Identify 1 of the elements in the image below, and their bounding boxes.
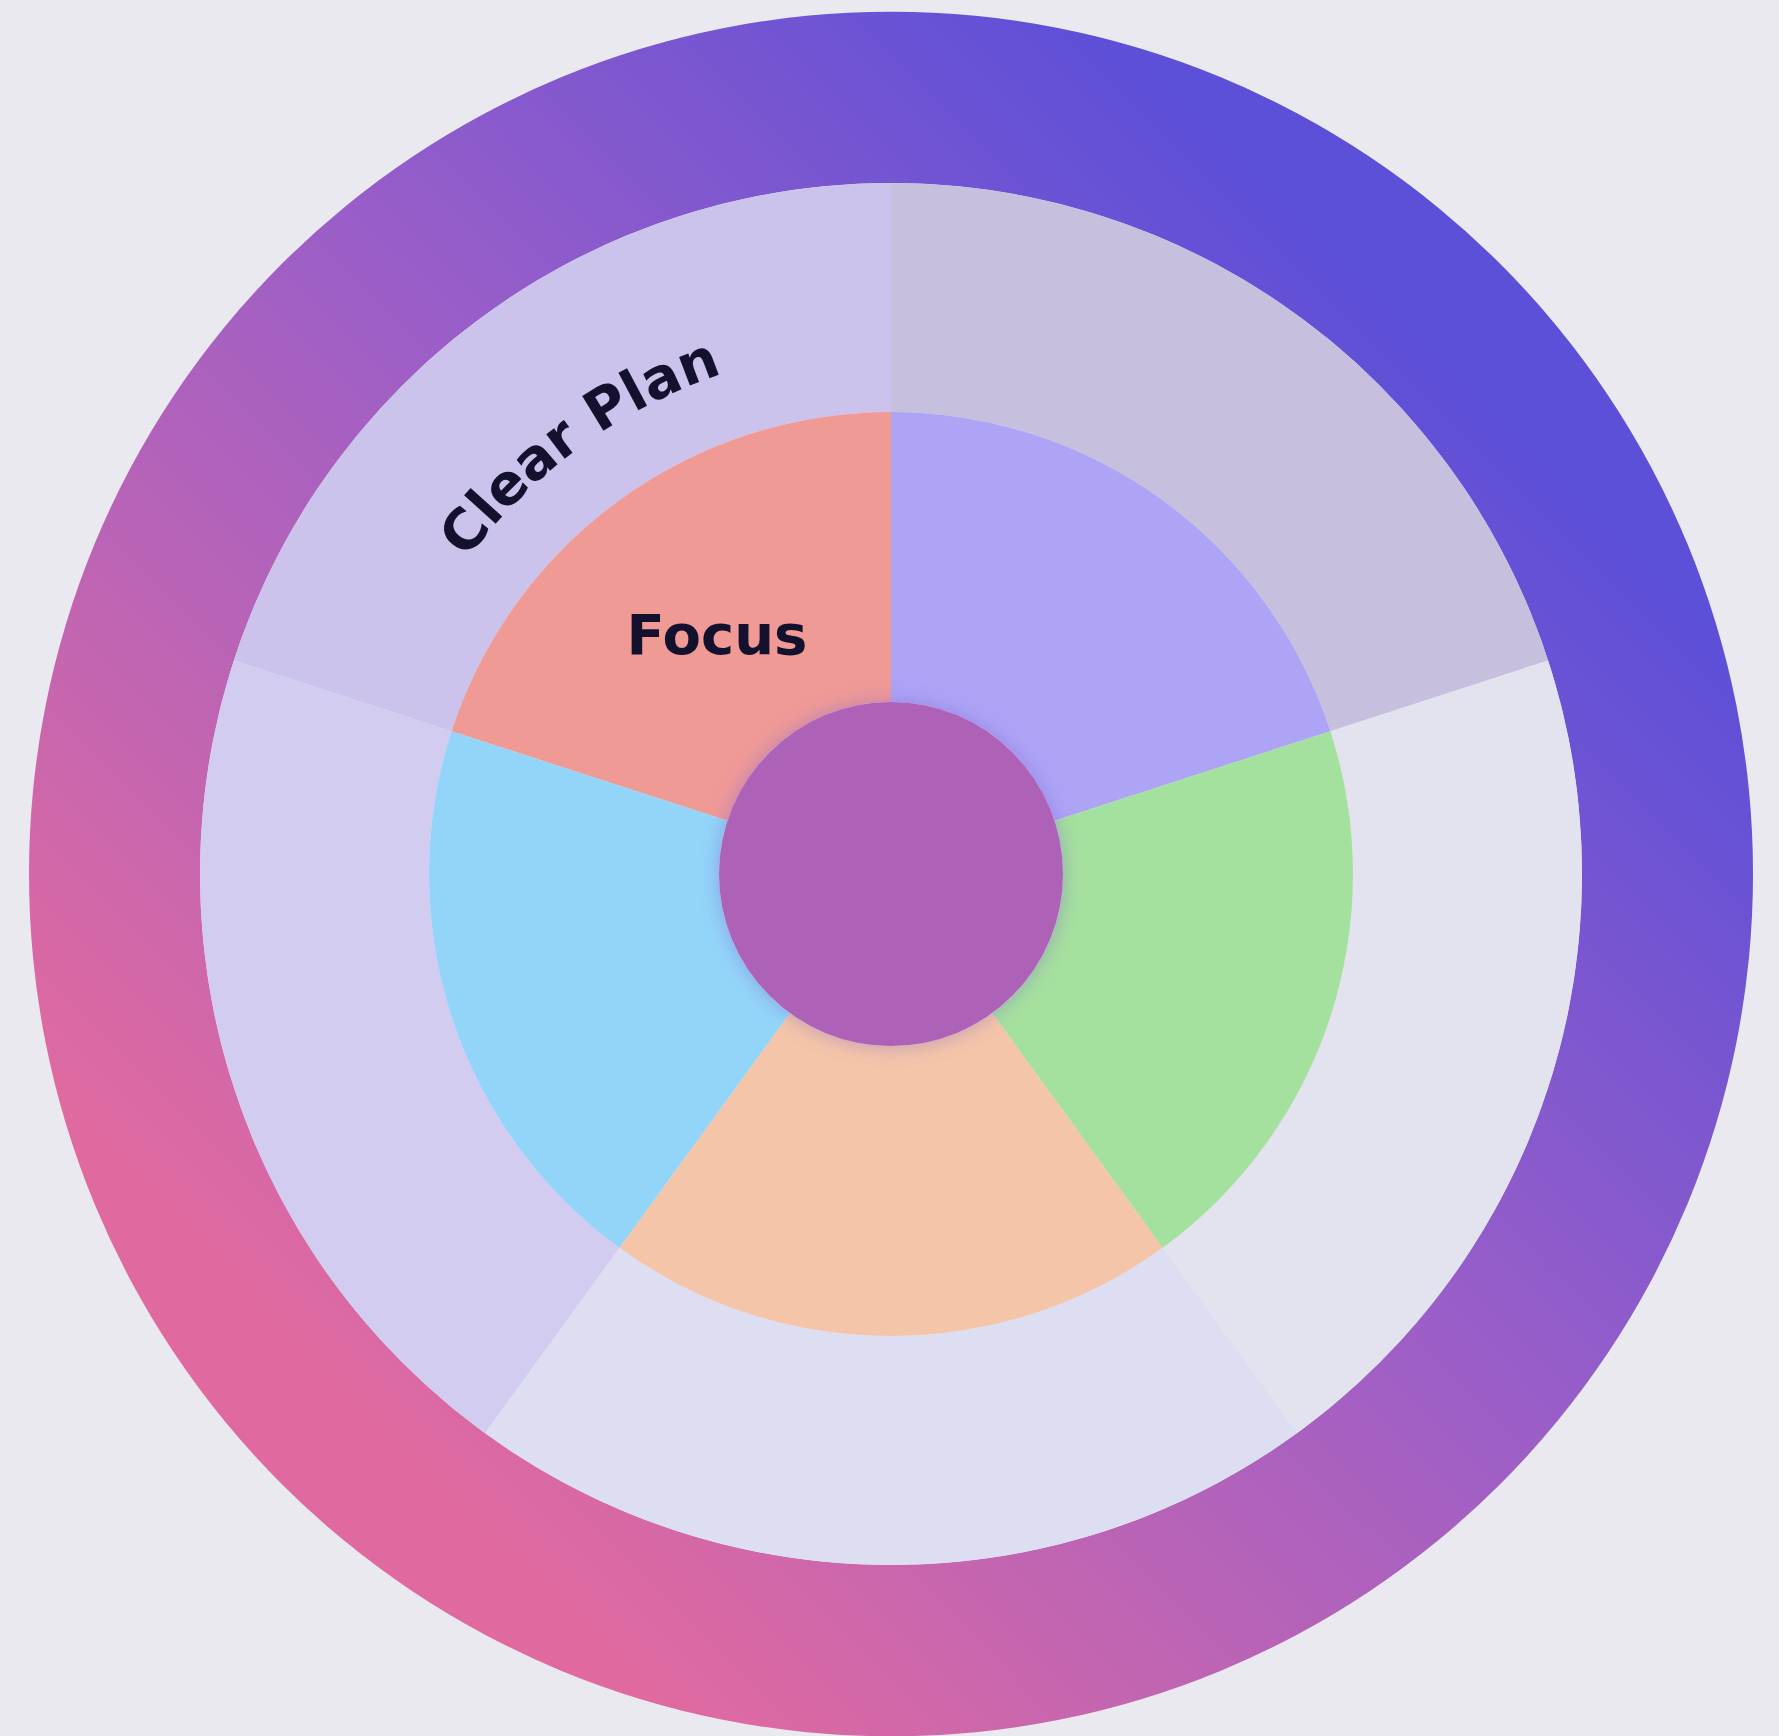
segment-label: Focus [626,602,808,668]
